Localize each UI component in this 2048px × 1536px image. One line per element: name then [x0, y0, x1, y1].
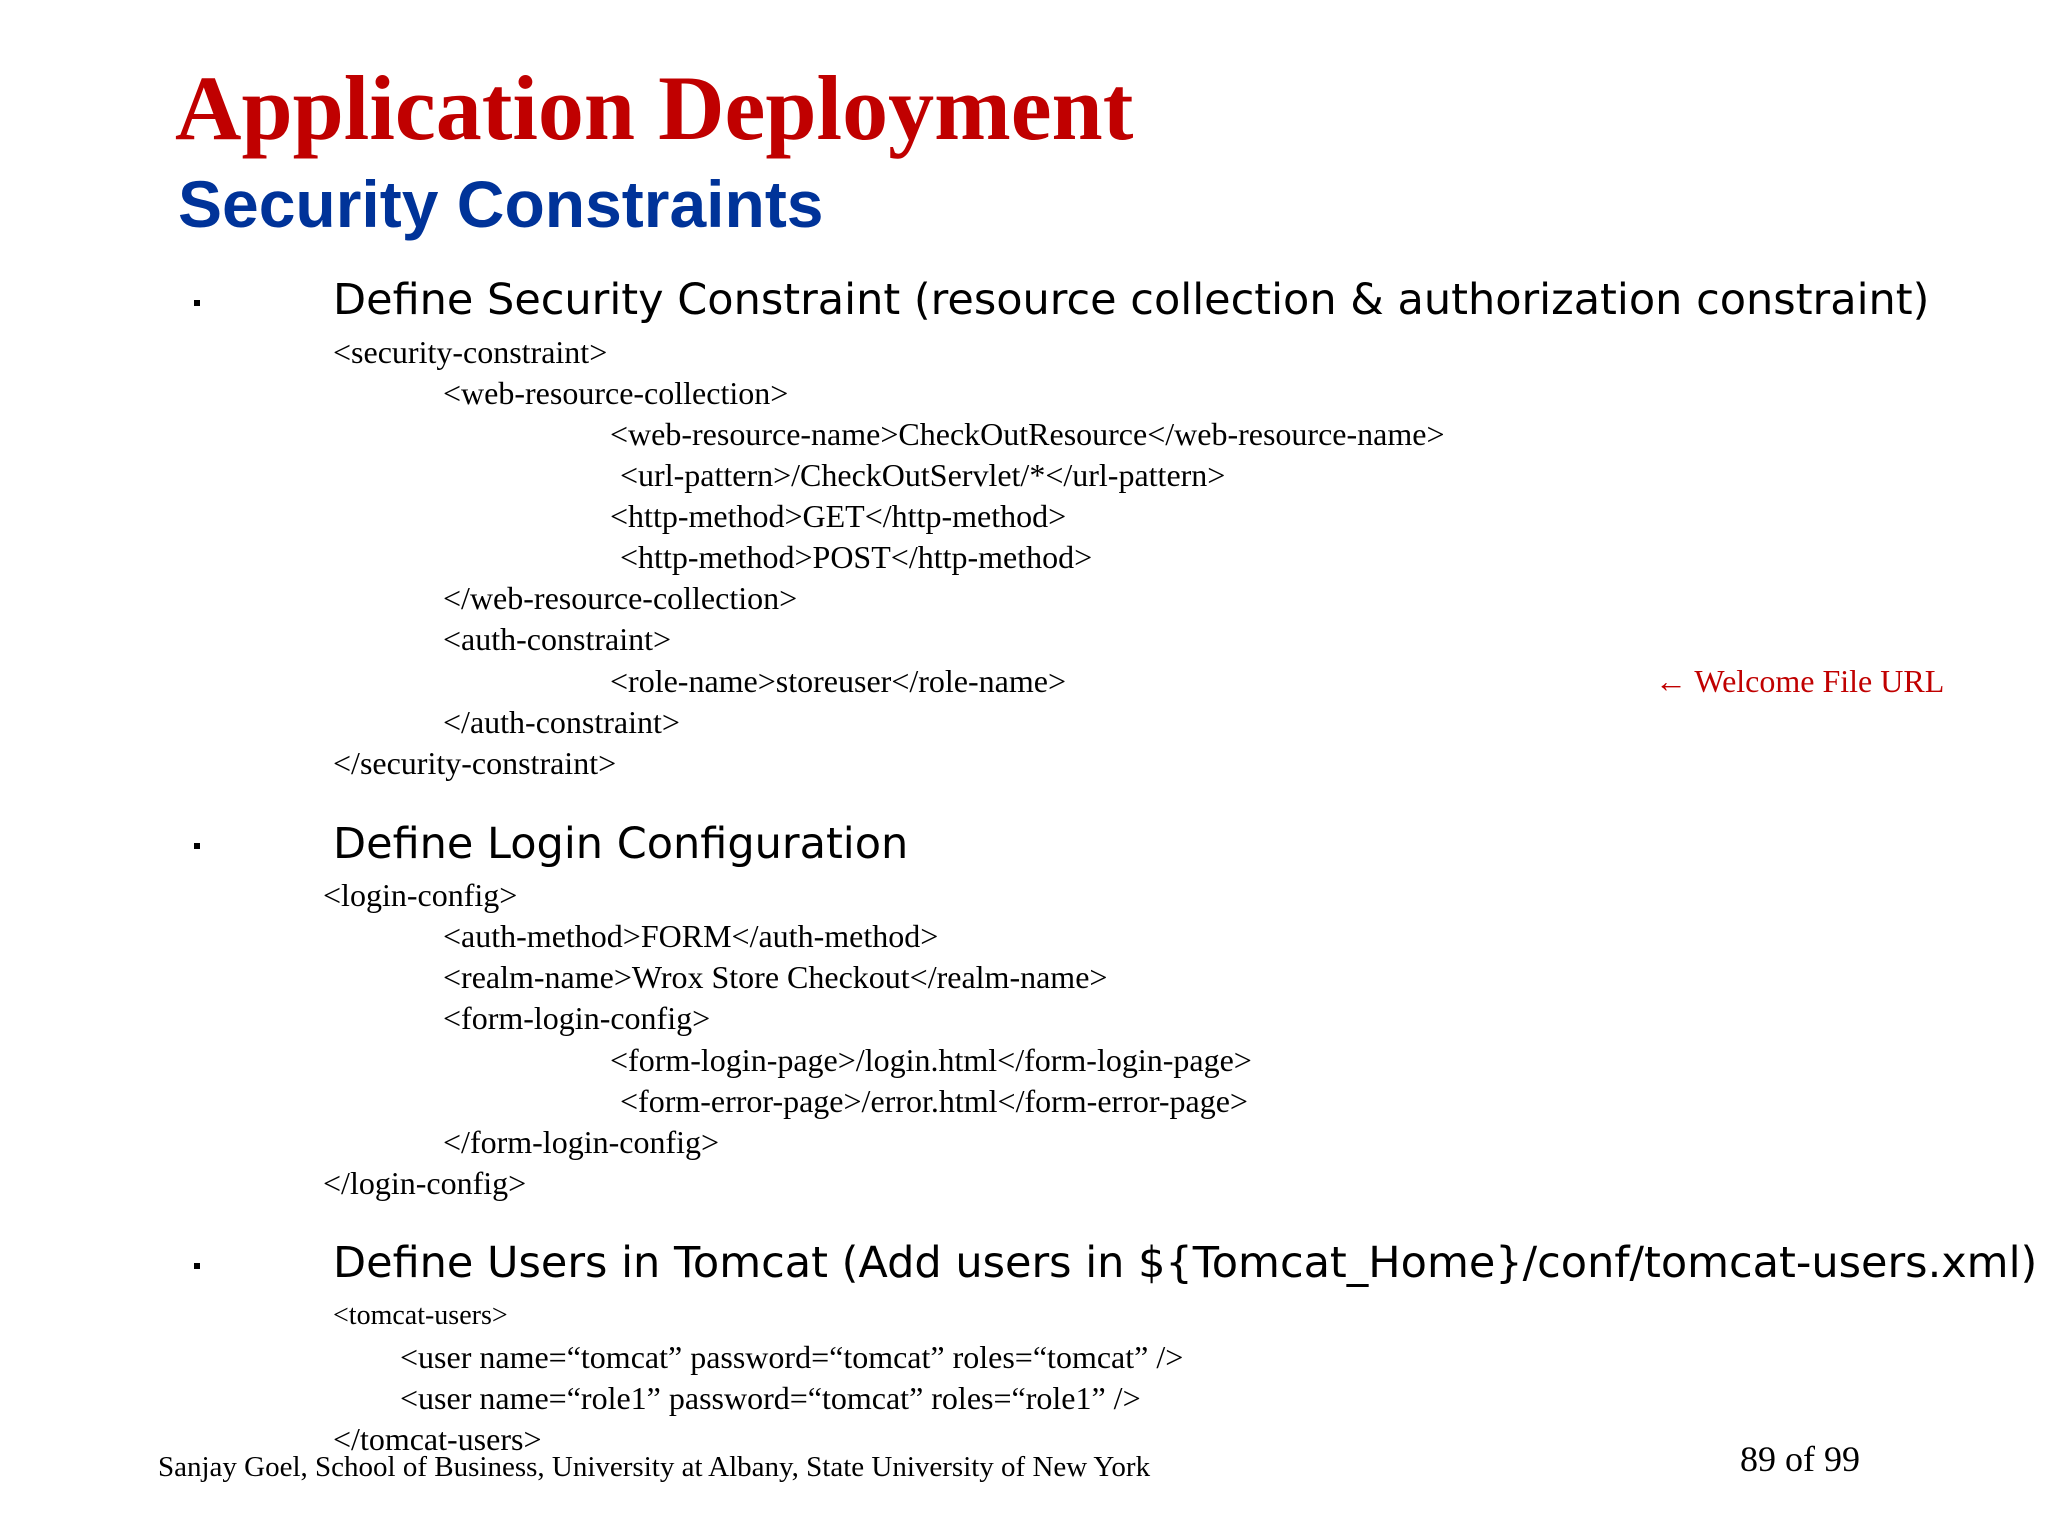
code-line: <web-resource-name>CheckOutResource</web…: [610, 416, 1445, 452]
code-line: <login-config>: [323, 877, 518, 913]
slide-title: Application Deployment: [175, 57, 1134, 159]
code-line: </security-constraint>: [333, 745, 617, 781]
bullet-marker-2: [194, 843, 200, 849]
code-line: <http-method>POST</http-method>: [620, 539, 1093, 575]
code-line: <security-constraint>: [333, 334, 608, 370]
code-line: <role-name>storeuser</role-name>: [610, 663, 1066, 699]
footer-author: Sanjay Goel, School of Business, Univers…: [158, 1451, 1151, 1483]
code-line: </form-login-config>: [443, 1124, 720, 1160]
code-line: <user name=“tomcat” password=“tomcat” ro…: [400, 1339, 1184, 1375]
bullet-security-constraint: Define Security Constraint (resource col…: [333, 275, 1930, 325]
bullet-marker-3: [194, 1263, 200, 1269]
code-line: <auth-method>FORM</auth-method>: [443, 918, 939, 954]
code-line: </login-config>: [323, 1165, 527, 1201]
code-line: <url-pattern>/CheckOutServlet/*</url-pat…: [620, 457, 1226, 493]
code-line: </auth-constraint>: [443, 704, 680, 740]
code-line: <form-login-page>/login.html</form-login…: [610, 1042, 1252, 1078]
code-line: <user name=“role1” password=“tomcat” rol…: [400, 1380, 1141, 1416]
code-line: <auth-constraint>: [443, 621, 672, 657]
code-line: </tomcat-users>: [333, 1421, 542, 1457]
code-line: <form-login-config>: [443, 1000, 711, 1036]
code-line: <realm-name>Wrox Store Checkout</realm-n…: [443, 959, 1108, 995]
code-line: </web-resource-collection>: [443, 580, 798, 616]
code-line: <http-method>GET</http-method>: [610, 498, 1067, 534]
code-line: <form-error-page>/error.html</form-error…: [620, 1083, 1248, 1119]
bullet-marker-1: [194, 300, 200, 306]
bullet-login-configuration: Define Login Configuration: [333, 819, 909, 869]
page-number: 89 of 99: [1740, 1439, 1860, 1479]
slide-subtitle: Security Constraints: [178, 167, 824, 241]
code-line: <tomcat-users>: [333, 1300, 508, 1331]
bullet-define-users-tomcat: Define Users in Tomcat (Add users in ${T…: [333, 1238, 2038, 1288]
welcome-file-url-annotation: ← Welcome File URL: [1655, 663, 1945, 699]
code-line: <web-resource-collection>: [443, 375, 789, 411]
